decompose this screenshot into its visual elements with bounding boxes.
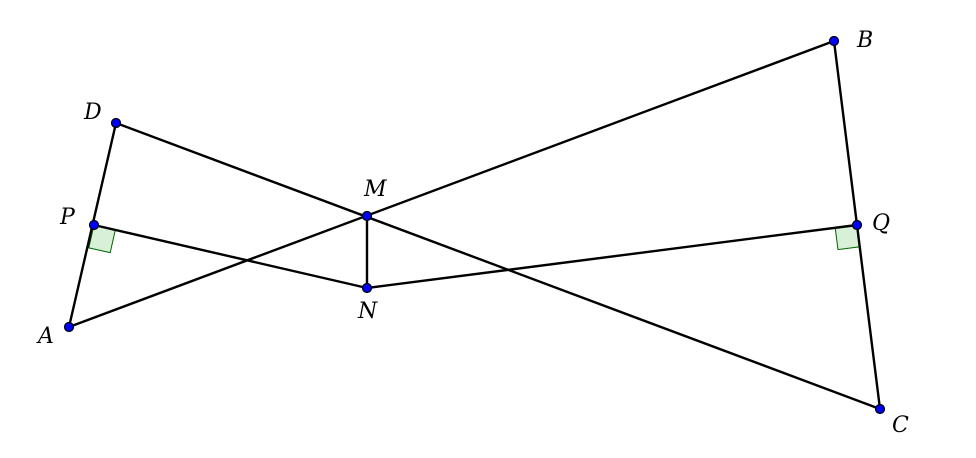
segment-dc bbox=[114, 121, 882, 411]
point-b[interactable] bbox=[828, 35, 840, 47]
label-a: A bbox=[36, 324, 54, 349]
point-m[interactable] bbox=[361, 210, 373, 222]
point-p[interactable] bbox=[88, 219, 100, 231]
segment-pn bbox=[92, 223, 369, 290]
point-n[interactable] bbox=[361, 282, 373, 294]
label-n: N bbox=[357, 299, 378, 324]
point-d[interactable] bbox=[110, 117, 122, 129]
point-q[interactable] bbox=[851, 219, 863, 231]
segment-ab bbox=[67, 39, 836, 329]
label-b: B bbox=[856, 28, 873, 53]
point-a[interactable] bbox=[63, 321, 75, 333]
point-c[interactable] bbox=[874, 403, 886, 415]
label-q: Q bbox=[872, 211, 890, 236]
label-d: D bbox=[83, 100, 102, 125]
label-m: M bbox=[363, 177, 387, 202]
segment-nq bbox=[365, 223, 859, 290]
label-c: C bbox=[892, 413, 909, 438]
label-p: P bbox=[59, 205, 76, 230]
